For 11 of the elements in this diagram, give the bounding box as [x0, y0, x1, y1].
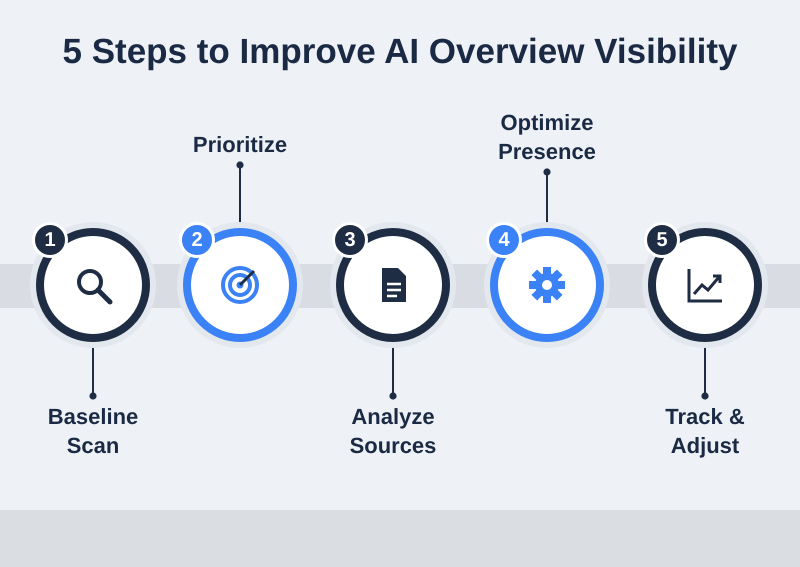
step-number: 5	[644, 222, 680, 258]
step-number: 2	[179, 222, 215, 258]
step-label: Prioritize	[170, 130, 310, 159]
title: 5 Steps to Improve AI Overview Visibility	[62, 32, 738, 72]
step-number: 3	[332, 222, 368, 258]
step-number: 4	[486, 222, 522, 258]
step-label: Track & Adjust	[635, 402, 775, 460]
step-label: Optimize Presence	[477, 108, 617, 166]
step-number: 1	[32, 222, 68, 258]
step-label: Analyze Sources	[323, 402, 463, 460]
step-label: Baseline Scan	[23, 402, 163, 460]
